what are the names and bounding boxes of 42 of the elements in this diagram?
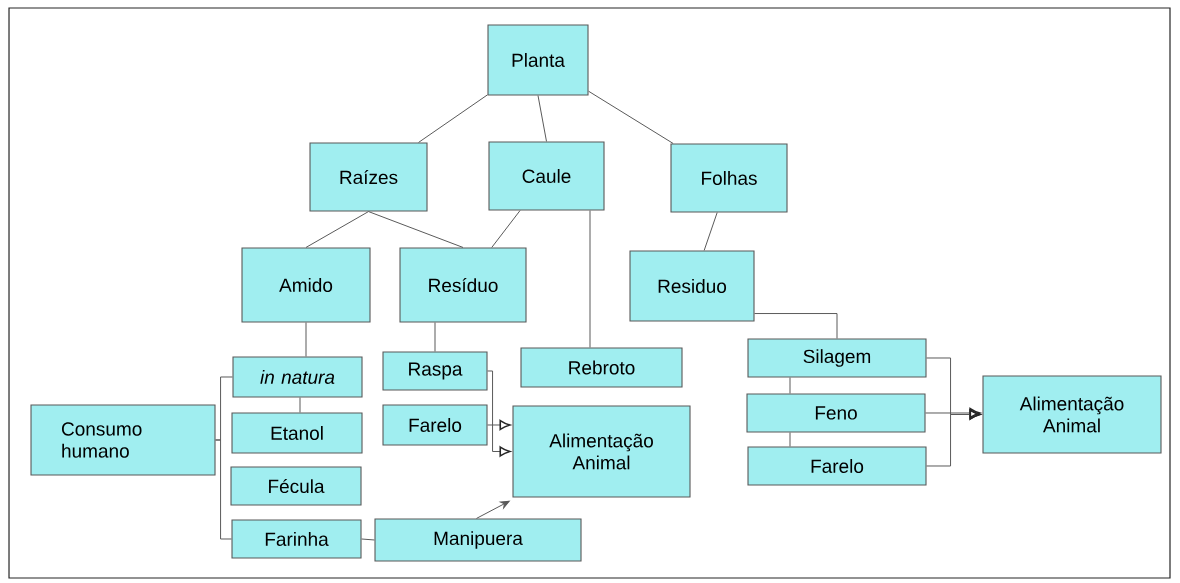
connector (789, 377, 791, 394)
box: Alimentação Animal (512, 405, 691, 498)
box: Rebroto (520, 347, 683, 388)
connector (418, 94, 488, 143)
box: Folhas (670, 143, 788, 213)
connector (537, 95, 547, 142)
box: Alimentação Animal (982, 375, 1162, 454)
connector (215, 439, 232, 540)
connector (926, 409, 981, 467)
connector (305, 322, 307, 357)
box: Resíduo (399, 247, 527, 323)
box: Manipuera (374, 518, 582, 562)
connector (703, 212, 718, 251)
box: Residuo (629, 250, 755, 322)
connector (789, 432, 791, 447)
box: in natura (232, 356, 363, 398)
connector (925, 407, 981, 419)
box: Farinha (231, 519, 362, 559)
box: Feno (746, 393, 926, 433)
box: Raspa (382, 351, 488, 391)
box: Caule (488, 141, 605, 211)
box: Amido (241, 247, 371, 323)
connector (589, 210, 591, 348)
connector (754, 313, 838, 339)
box: Planta (487, 24, 589, 96)
box: Silagem (747, 338, 927, 378)
box: Farelo (382, 404, 488, 446)
connector (361, 538, 375, 541)
connector (487, 419, 511, 431)
connector (305, 211, 369, 248)
connector (491, 210, 521, 248)
box: Raízes (309, 142, 428, 212)
connector (368, 211, 464, 248)
box: Etanol (231, 412, 363, 454)
box: Consumo humano (30, 404, 216, 476)
connector (588, 90, 674, 144)
connector (434, 322, 436, 352)
connector (487, 370, 511, 457)
box: Fécula (230, 466, 362, 506)
connector (475, 500, 510, 519)
connector (299, 397, 301, 413)
box: Farelo (747, 446, 927, 486)
